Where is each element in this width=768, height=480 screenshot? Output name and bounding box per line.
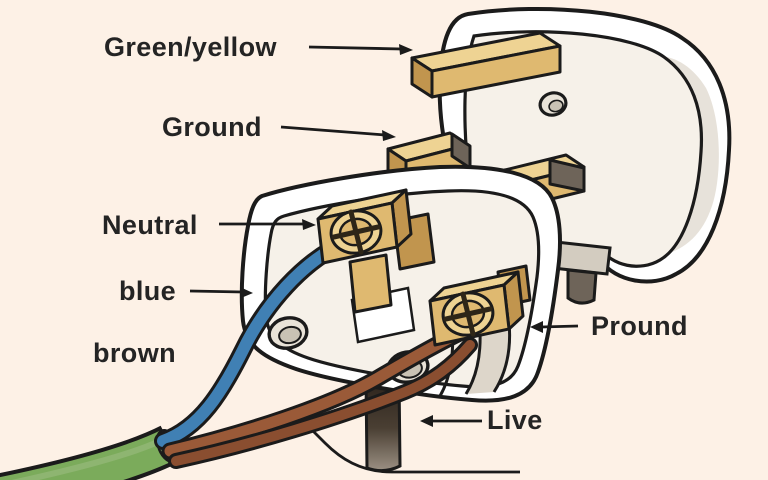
live-terminal-screw bbox=[441, 291, 495, 337]
label-ground: Ground bbox=[162, 112, 262, 142]
live-leader-line bbox=[420, 415, 482, 427]
green-yellow-leader-line bbox=[308, 44, 413, 55]
blue-leader-line bbox=[189, 287, 253, 298]
label-brown: brown bbox=[93, 338, 176, 368]
label-blue: blue bbox=[119, 276, 177, 306]
ground-pin bbox=[410, 31, 562, 99]
rear-plug-screw-hole bbox=[538, 91, 568, 117]
ground-leader-line bbox=[280, 125, 396, 141]
label-neutral: Neutral bbox=[102, 210, 198, 240]
ground-right-leader-line bbox=[530, 321, 579, 333]
neutral-terminal-screw bbox=[329, 209, 383, 255]
neutral-terminal bbox=[316, 188, 436, 314]
rear-plug-cable-stub bbox=[551, 240, 612, 305]
label-live: Live bbox=[487, 405, 543, 435]
rear-plug-side-shade bbox=[658, 56, 719, 256]
brown-wire-second bbox=[168, 337, 478, 469]
neutral-leader-line bbox=[219, 219, 316, 230]
live-terminal bbox=[428, 264, 532, 347]
label-green-yellow: Green/yellow bbox=[104, 32, 277, 62]
cover-screw-hole-left bbox=[267, 316, 309, 350]
blue-wire bbox=[154, 231, 359, 450]
label-ground-right: Pround bbox=[591, 311, 688, 341]
